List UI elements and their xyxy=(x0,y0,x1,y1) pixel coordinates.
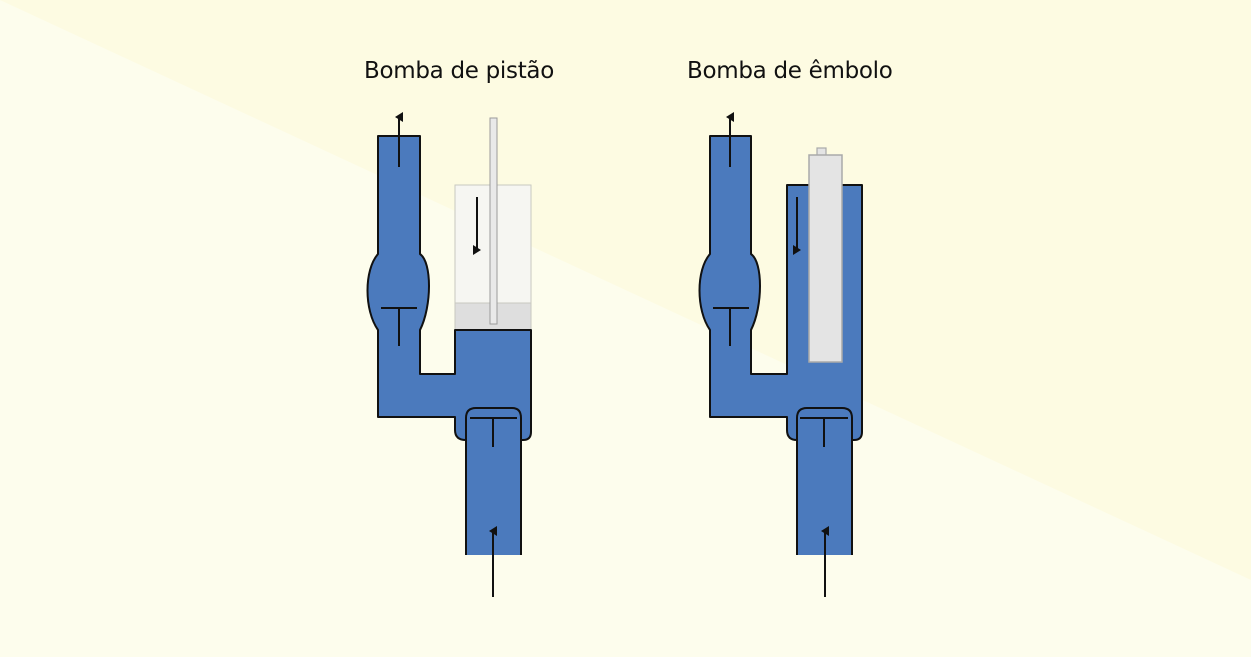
inlet-check-valve xyxy=(470,417,517,447)
plunger-outlet-check-valve xyxy=(713,307,749,346)
plunger xyxy=(808,154,843,363)
piston-pump-diagram xyxy=(366,112,532,597)
piston-rod xyxy=(489,117,498,325)
piston-pump-fluid-body xyxy=(366,135,532,441)
plunger-inlet-check-valve xyxy=(800,417,848,447)
piston-pump-title: Bomba de pistão xyxy=(364,58,554,84)
plunger-pump-title: Bomba de êmbolo xyxy=(687,58,893,84)
inlet-valve-housing xyxy=(465,407,522,555)
plunger-inlet-valve-housing xyxy=(796,407,853,555)
background-diagonal-band xyxy=(0,0,1251,580)
plunger-pump-diagram xyxy=(698,112,863,597)
outlet-check-valve xyxy=(381,307,417,346)
